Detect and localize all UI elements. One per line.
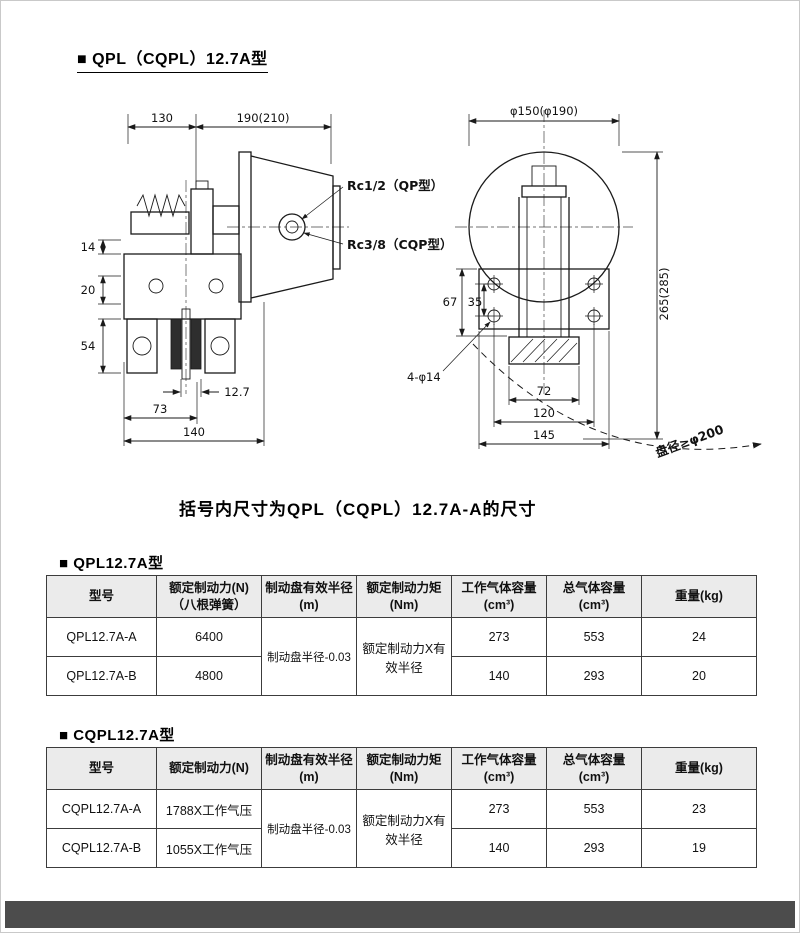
friction-pad [508, 336, 580, 365]
cell-radius-merged: 制动盘半径-0.03 [261, 789, 357, 868]
col-total-volume: 总气体容量 (cm³) [546, 747, 642, 790]
dim-disc-dia: 盘径≥φ200 [653, 421, 725, 460]
col-work-volume: 工作气体容量 (cm³) [451, 747, 547, 790]
dim-67: 67 [443, 295, 458, 309]
cell-work-volume: 273 [451, 617, 547, 657]
cell-weight: 24 [641, 617, 757, 657]
cell-total-volume: 553 [546, 789, 642, 829]
col-radius: 制动盘有效半径 (m) [261, 747, 357, 790]
side-view-drawing: 130 190(210) Rc1/2（QP型） Rc3/8（CQP型） [81, 111, 452, 446]
col-work-volume: 工作气体容量 (cm³) [451, 575, 547, 618]
dim-4-dia14: 4-φ14 [407, 370, 441, 384]
col-force: 额定制动力(N) （八根弹簧） [156, 575, 262, 618]
footer-bar [5, 901, 795, 928]
table-row: QPL12.7A-A 6400 制动盘半径-0.03 额定制动力X有效半径 27… [46, 617, 757, 696]
col-model: 型号 [46, 747, 157, 790]
qpl-spec-table: 型号 额定制动力(N) （八根弹簧） 制动盘有效半径 (m) 额定制动力矩 (N… [46, 575, 757, 696]
caliper-body [123, 180, 242, 380]
col-force: 额定制动力(N) [156, 747, 262, 790]
page-title: ■ QPL（CQPL）12.7A型 [77, 45, 268, 73]
piston-stem [518, 165, 570, 337]
col-weight: 重量(kg) [641, 575, 757, 618]
brake-disc [181, 308, 191, 380]
cell-model: QPL12.7A-A [46, 617, 157, 657]
cell-torque-merged: 额定制动力X有效半径 [356, 617, 452, 696]
qpl-header-row: 型号 额定制动力(N) （八根弹簧） 制动盘有效半径 (m) 额定制动力矩 (N… [46, 575, 757, 618]
cell-total-volume: 293 [546, 656, 642, 696]
dim-35: 35 [468, 295, 483, 309]
dim-145: 145 [533, 428, 555, 442]
col-weight: 重量(kg) [641, 747, 757, 790]
cell-radius-merged: 制动盘半径-0.03 [261, 617, 357, 696]
dim-12-7: 12.7 [224, 385, 250, 399]
brake-pad-right [190, 318, 202, 370]
table-row: QPL12.7A-B 4800 140 293 20 [46, 656, 757, 696]
cell-force: 4800 [156, 656, 262, 696]
cell-model: CQPL12.7A-B [46, 828, 157, 868]
cqpl-header-row: 型号 额定制动力(N) 制动盘有效半径 (m) 额定制动力矩 (Nm) 工作气体… [46, 747, 757, 790]
dim-265-285: 265(285) [657, 268, 671, 321]
dim-14: 14 [81, 240, 96, 254]
table-row: CQPL12.7A-A 1788X工作气压 制动盘半径-0.03 额定制动力X有… [46, 789, 757, 868]
cqpl-section-title: ■ CQPL12.7A型 [59, 727, 175, 744]
front-view-drawing: φ150(φ190) [407, 104, 762, 460]
table-row: CQPL12.7A-B 1055X工作气压 140 293 19 [46, 828, 757, 868]
disc-arc [472, 343, 762, 450]
dim-54: 54 [81, 339, 96, 353]
dim-190-210: 190(210) [237, 111, 290, 125]
drawing-caption: 括号内尺寸为QPL（CQPL）12.7A-A的尺寸 [179, 500, 537, 519]
cell-total-volume: 553 [546, 617, 642, 657]
col-model: 型号 [46, 575, 157, 618]
cell-total-volume: 293 [546, 828, 642, 868]
cell-weight: 23 [641, 789, 757, 829]
cell-work-volume: 273 [451, 789, 547, 829]
dim-dia150: φ150(φ190) [510, 104, 578, 118]
chamber-circle [468, 151, 620, 303]
qpl-section-title: ■ QPL12.7A型 [59, 555, 164, 572]
cell-weight: 20 [641, 656, 757, 696]
cell-work-volume: 140 [451, 828, 547, 868]
cell-force: 6400 [156, 617, 262, 657]
col-radius: 制动盘有效半径 (m) [261, 575, 357, 618]
dim-port-qp: Rc1/2（QP型） [347, 178, 443, 193]
cell-force: 1788X工作气压 [156, 789, 262, 829]
cqpl-spec-table: 型号 额定制动力(N) 制动盘有效半径 (m) 额定制动力矩 (Nm) 工作气体… [46, 747, 757, 868]
dim-20: 20 [81, 283, 96, 297]
technical-drawing: 130 190(210) Rc1/2（QP型） Rc3/8（CQP型） [81, 104, 762, 460]
cell-model: CQPL12.7A-A [46, 789, 157, 829]
cell-work-volume: 140 [451, 656, 547, 696]
dim-73: 73 [153, 402, 168, 416]
dim-130: 130 [151, 111, 173, 125]
cell-weight: 19 [641, 828, 757, 868]
dim-140: 140 [183, 425, 205, 439]
cell-model: QPL12.7A-B [46, 656, 157, 696]
brake-pad-left [170, 318, 182, 370]
col-torque: 额定制动力矩 (Nm) [356, 747, 452, 790]
col-total-volume: 总气体容量 (cm³) [546, 575, 642, 618]
cell-torque-merged: 额定制动力X有效半径 [356, 789, 452, 868]
dim-120: 120 [533, 406, 555, 420]
dim-72: 72 [537, 384, 552, 398]
cell-force: 1055X工作气压 [156, 828, 262, 868]
col-torque: 额定制动力矩 (Nm) [356, 575, 452, 618]
dim-port-cqp: Rc3/8（CQP型） [347, 237, 452, 252]
